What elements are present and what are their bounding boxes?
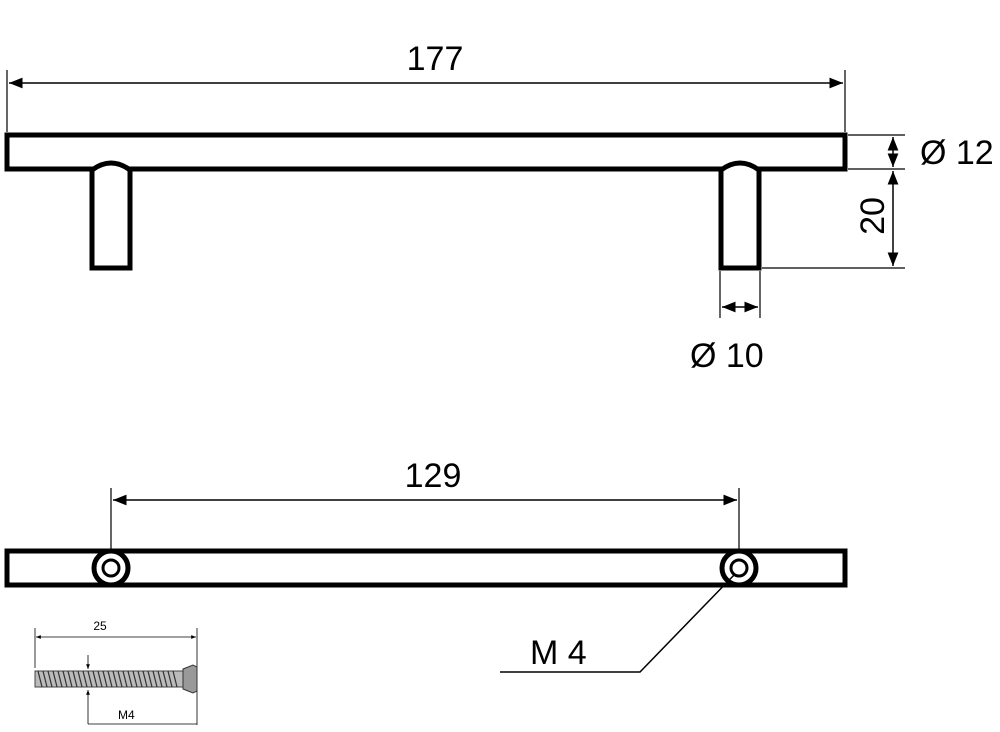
screw-detail: 25 M4 xyxy=(34,619,198,725)
right-post xyxy=(718,160,762,271)
bar-diameter-label: Ø 12 xyxy=(920,134,994,172)
post-height-label: 20 xyxy=(854,197,892,235)
screw-threads xyxy=(37,670,178,688)
handle-bar xyxy=(4,132,848,172)
post-diameter-label: Ø 10 xyxy=(690,337,764,375)
plan-view: 129 M 4 xyxy=(4,457,848,673)
screw-head xyxy=(182,664,198,694)
thread-leader-line xyxy=(500,573,736,673)
handle-bar-plan xyxy=(4,548,848,588)
screw-length-label: 25 xyxy=(93,619,107,633)
mounting-hole-left xyxy=(91,548,131,588)
overall-length-label: 177 xyxy=(407,40,464,78)
side-view: 177 Ø 12 20 Ø 10 xyxy=(4,40,994,375)
left-post xyxy=(89,160,133,271)
thread-label: M 4 xyxy=(530,634,587,672)
mounting-hole-right xyxy=(719,548,759,588)
screw-thread-label: M4 xyxy=(118,708,135,722)
hole-spacing-label: 129 xyxy=(405,457,462,495)
